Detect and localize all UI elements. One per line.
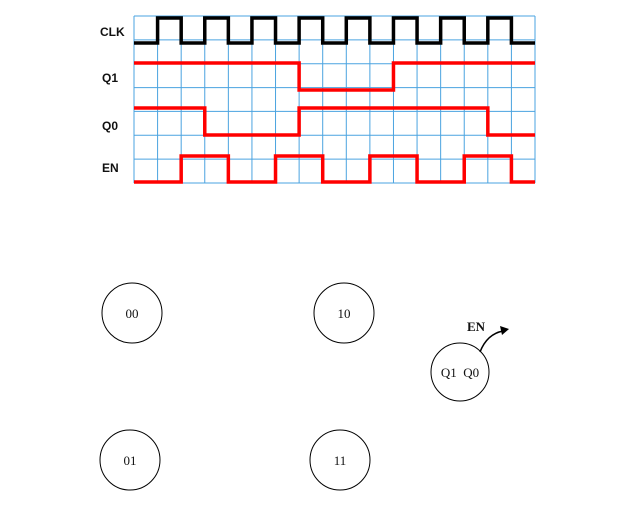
timing-diagram: CLK Q1 Q0 EN [100, 15, 536, 184]
state-diagram: 00 10 01 11 [99, 282, 375, 491]
timing-grid [133, 15, 536, 184]
state-label-10: 10 [338, 306, 351, 321]
signal-labels: CLK Q1 Q0 EN [100, 25, 125, 175]
legend-circle [430, 342, 490, 402]
signal-label-q0: Q0 [102, 119, 118, 133]
state-node-01: 01 [99, 429, 161, 491]
legend-arrow-head [500, 326, 509, 335]
legend-arrow [479, 330, 504, 353]
waveform-q1 [134, 61, 535, 92]
waveform-clk [134, 16, 535, 45]
state-label-01: 01 [124, 453, 137, 468]
signal-label-clk: CLK [100, 25, 125, 39]
waveforms [134, 16, 535, 184]
signal-label-en: EN [102, 161, 119, 175]
legend-output-label: EN [467, 319, 486, 334]
waveform-en [134, 154, 535, 184]
state-node-11: 11 [309, 429, 371, 491]
legend-state-label: Q1 Q0 [441, 365, 479, 380]
state-node-10: 10 [313, 282, 375, 344]
signal-label-q1: Q1 [102, 71, 118, 85]
waveform-q0 [134, 106, 535, 137]
state-label-11: 11 [334, 453, 347, 468]
state-legend: Q1 Q0 EN [430, 319, 509, 402]
state-node-00: 00 [101, 282, 163, 344]
state-label-00: 00 [126, 306, 139, 321]
